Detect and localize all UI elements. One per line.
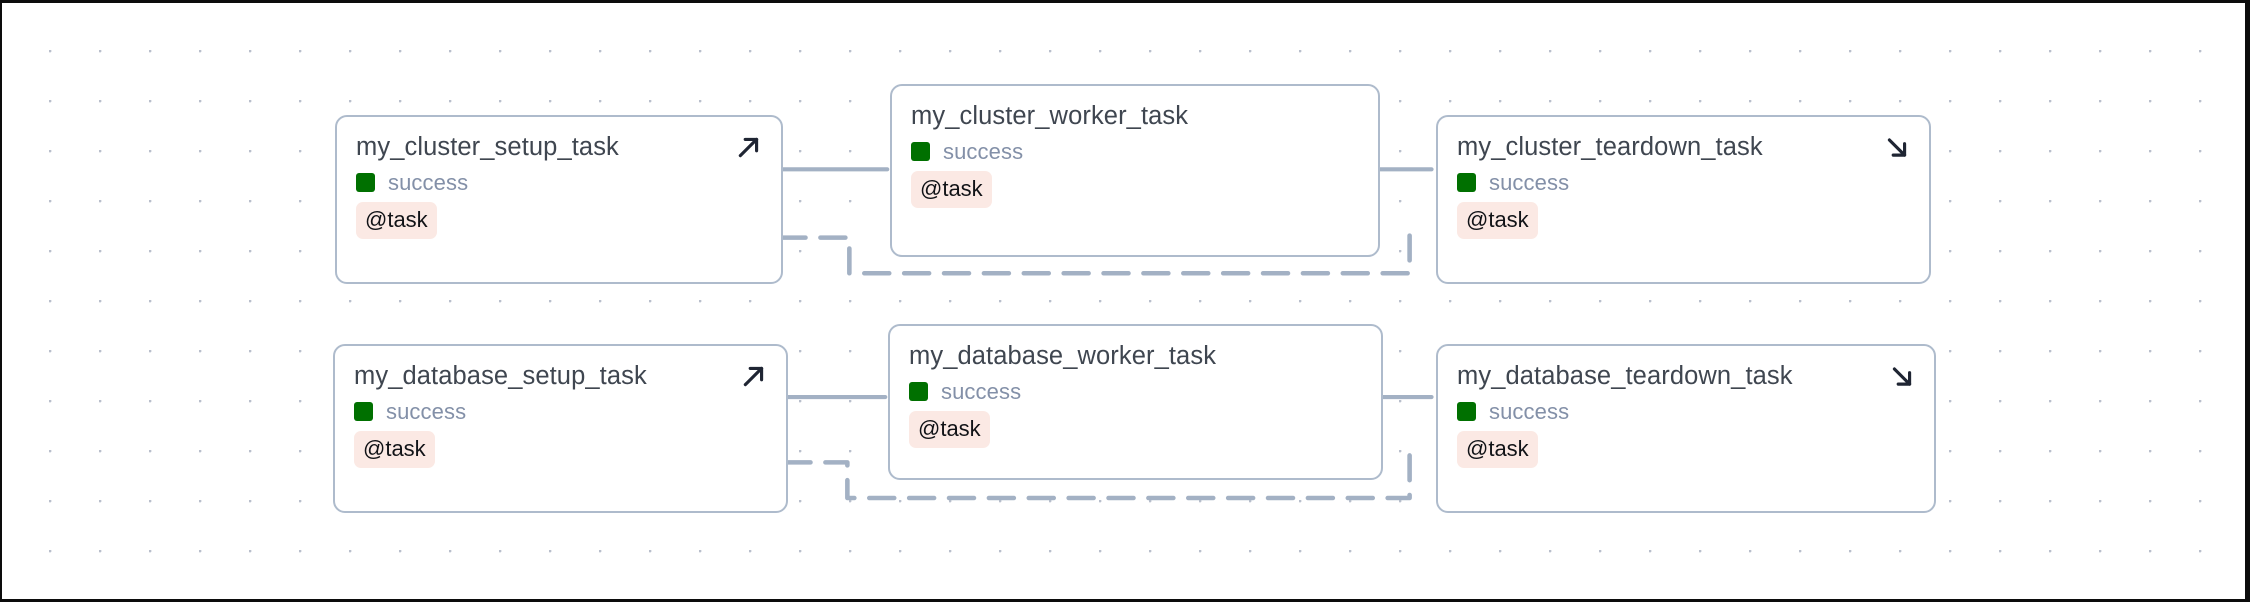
dag-node-my-database-setup-task[interactable]: my_database_setup_task success @task [333,344,788,513]
status-label: success [941,378,1022,404]
status-label: success [943,138,1024,164]
arrow-down-right-icon [1884,134,1910,160]
arrow-up-right-icon [741,363,767,389]
node-title-row: my_database_teardown_task [1457,363,1915,390]
node-status-row: success [356,169,762,195]
status-success-indicator [1457,402,1476,422]
node-tag-badge: @task [356,201,437,239]
dag-node-my-database-teardown-task[interactable]: my_database_teardown_task success @task [1436,344,1936,513]
status-success-indicator [354,402,373,422]
node-title-row: my_cluster_teardown_task [1457,134,1910,161]
node-tag-badge: @task [1457,201,1538,239]
node-title: my_cluster_setup_task [356,133,619,161]
node-title: my_database_worker_task [909,342,1217,370]
node-tag-badge: @task [1457,430,1538,468]
node-title: my_cluster_worker_task [911,102,1189,130]
node-title-row: my_database_setup_task [354,363,767,390]
status-success-indicator [911,142,930,162]
node-title-row: my_database_worker_task [909,343,1362,370]
node-tag-badge: @task [354,430,435,468]
node-title: my_database_teardown_task [1457,362,1793,390]
node-tag-row: @task [354,430,767,468]
node-status-row: success [354,398,767,424]
node-status-row: success [1457,169,1910,195]
status-label: success [388,169,469,195]
node-title-row: my_cluster_worker_task [911,103,1359,130]
status-success-indicator [1457,173,1476,193]
arrow-up-right-icon [736,134,762,160]
arrow-down-right-icon [1889,363,1915,389]
node-status-row: success [909,378,1362,404]
status-success-indicator [356,173,375,193]
dag-node-my-cluster-worker-task[interactable]: my_cluster_worker_task success @task [890,84,1380,257]
node-tag-badge: @task [911,170,992,208]
node-tag-row: @task [1457,201,1910,239]
status-label: success [386,398,467,424]
node-tag-row: @task [911,170,1359,208]
node-status-row: success [1457,398,1915,424]
dag-node-my-cluster-teardown-task[interactable]: my_cluster_teardown_task success @task [1436,115,1931,284]
node-tag-row: @task [909,410,1362,448]
node-title-row: my_cluster_setup_task [356,134,762,161]
node-tag-row: @task [356,201,762,239]
node-status-row: success [911,138,1359,164]
dag-node-my-database-worker-task[interactable]: my_database_worker_task success @task [888,324,1383,480]
node-layer: my_cluster_setup_task success @task my_c… [2,3,2245,599]
status-label: success [1489,169,1570,195]
node-tag-row: @task [1457,430,1915,468]
dag-node-my-cluster-setup-task[interactable]: my_cluster_setup_task success @task [335,115,783,284]
node-title: my_database_setup_task [354,362,647,390]
node-title: my_cluster_teardown_task [1457,133,1763,161]
status-success-indicator [909,382,928,402]
status-label: success [1489,398,1570,424]
node-tag-badge: @task [909,410,990,448]
